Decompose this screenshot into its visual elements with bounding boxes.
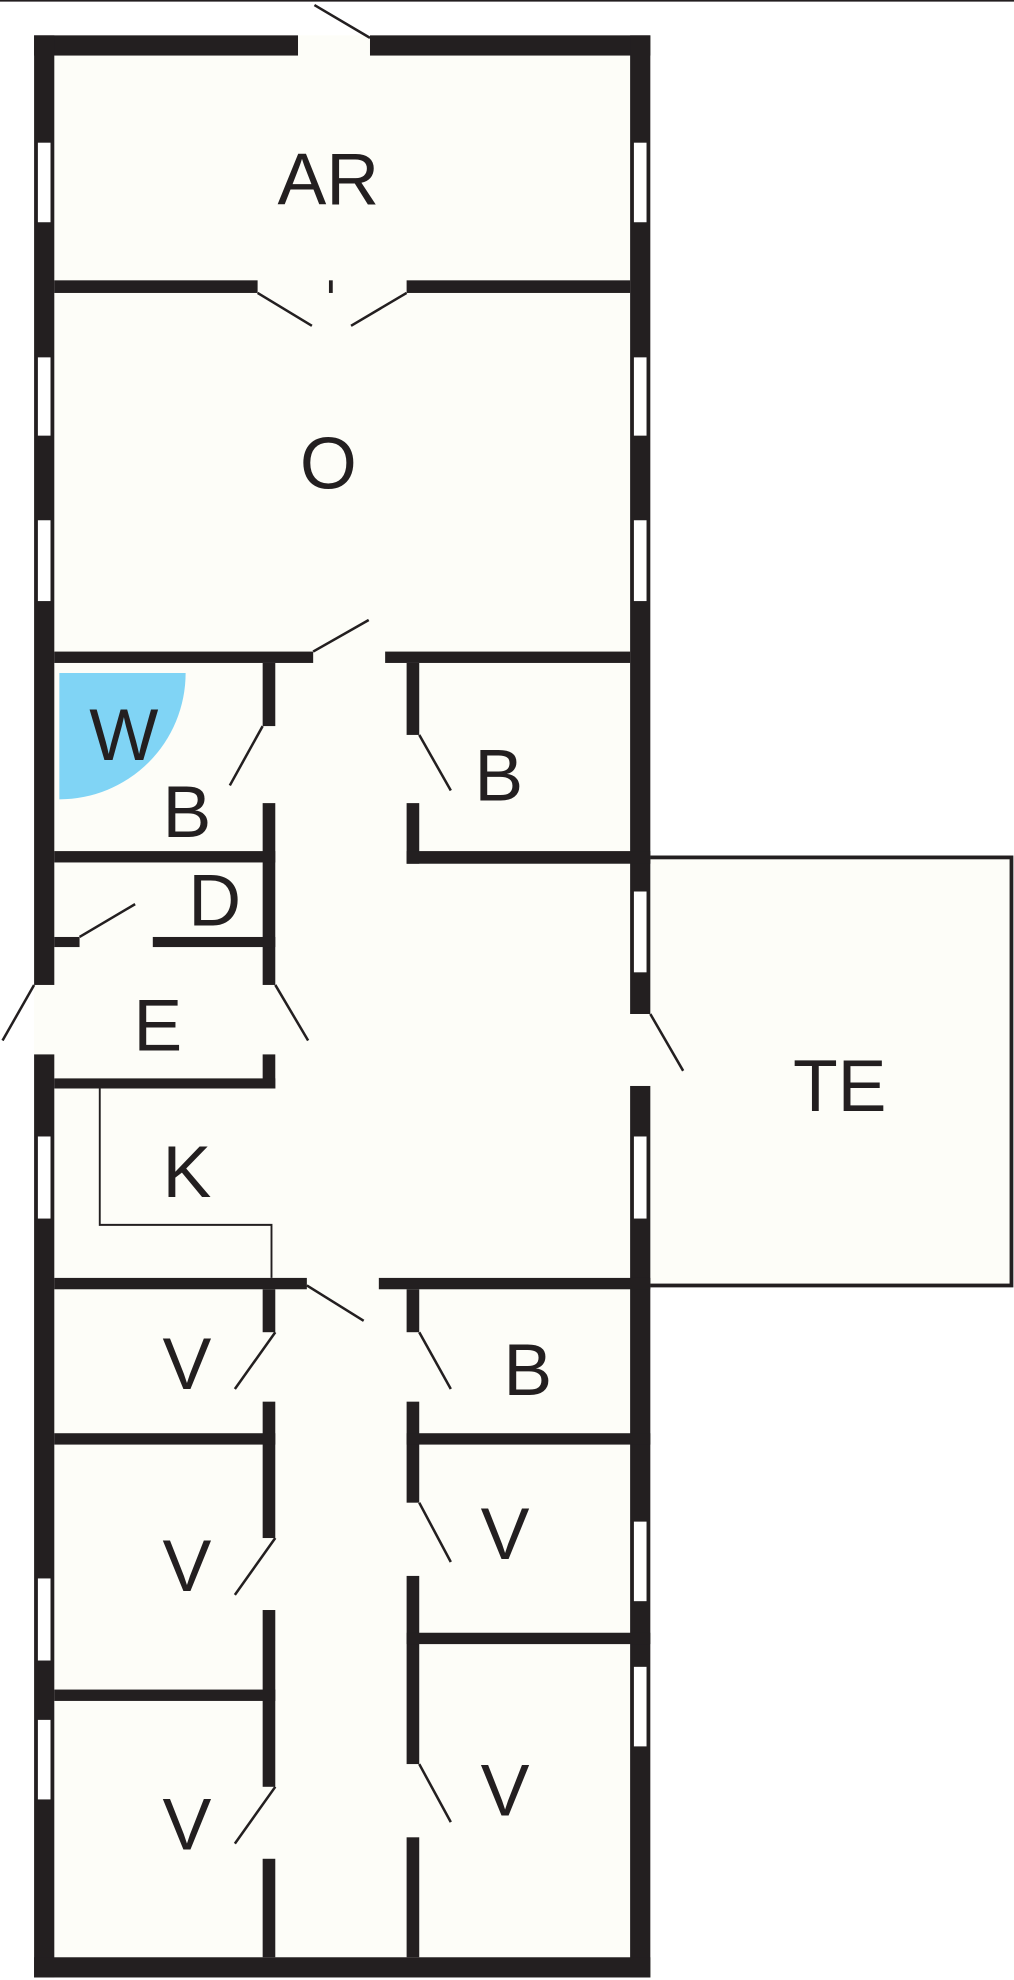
room-label-v1: V [162, 1323, 211, 1405]
room-label-b3: B [503, 1329, 552, 1411]
room-label-w: W [89, 694, 158, 776]
windows [37, 142, 647, 1800]
room-label-v4: V [162, 1784, 211, 1866]
room-label-k: K [162, 1131, 211, 1213]
room-label-te: TE [793, 1045, 887, 1127]
kitchen-counter-line [98, 1088, 273, 1278]
room-label-b2: B [474, 734, 523, 816]
room-label-b1: B [162, 771, 211, 853]
room-label-v5: V [481, 1750, 530, 1832]
room-label-v3: V [481, 1493, 530, 1575]
room-label-o: O [300, 422, 357, 504]
room-labels: AR O W B B D E K TE V B V V V V [89, 138, 886, 1865]
floor-area [34, 35, 651, 1978]
room-label-ar: AR [277, 138, 379, 220]
room-label-v2: V [162, 1525, 211, 1607]
wet-area-shape [59, 673, 186, 800]
room-label-d: D [188, 859, 241, 941]
room-label-e: E [133, 984, 182, 1066]
terrace-outline [645, 855, 1014, 1288]
door-swings [1, 3, 685, 1845]
